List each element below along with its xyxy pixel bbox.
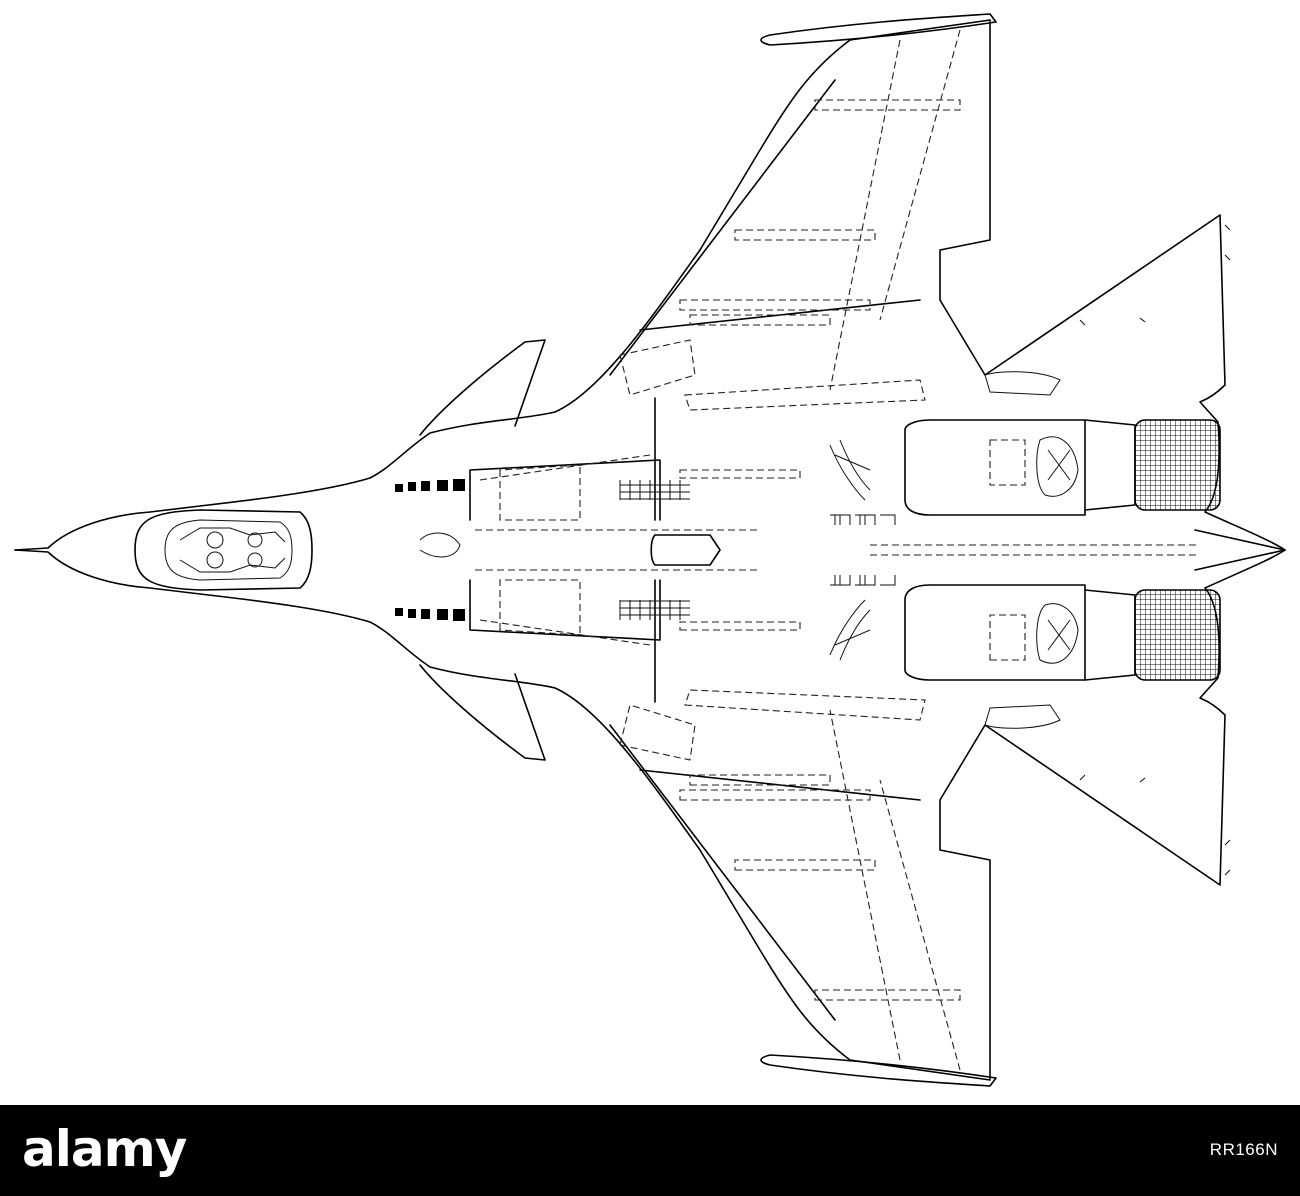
watermark-bar: alamy RR166N bbox=[0, 1105, 1300, 1196]
nose-gear bbox=[419, 532, 461, 558]
lower-half-outline bbox=[14, 549, 1286, 1087]
airbrake bbox=[650, 534, 721, 566]
brand-logo[interactable]: alamy bbox=[22, 1120, 187, 1178]
aircraft-top-view bbox=[14, 13, 1286, 1087]
tail-boom bbox=[1194, 529, 1286, 571]
aircraft-blueprint bbox=[14, 13, 1286, 1087]
upper-half-outline bbox=[14, 13, 1286, 551]
image-id: RR166N bbox=[1209, 1140, 1278, 1159]
